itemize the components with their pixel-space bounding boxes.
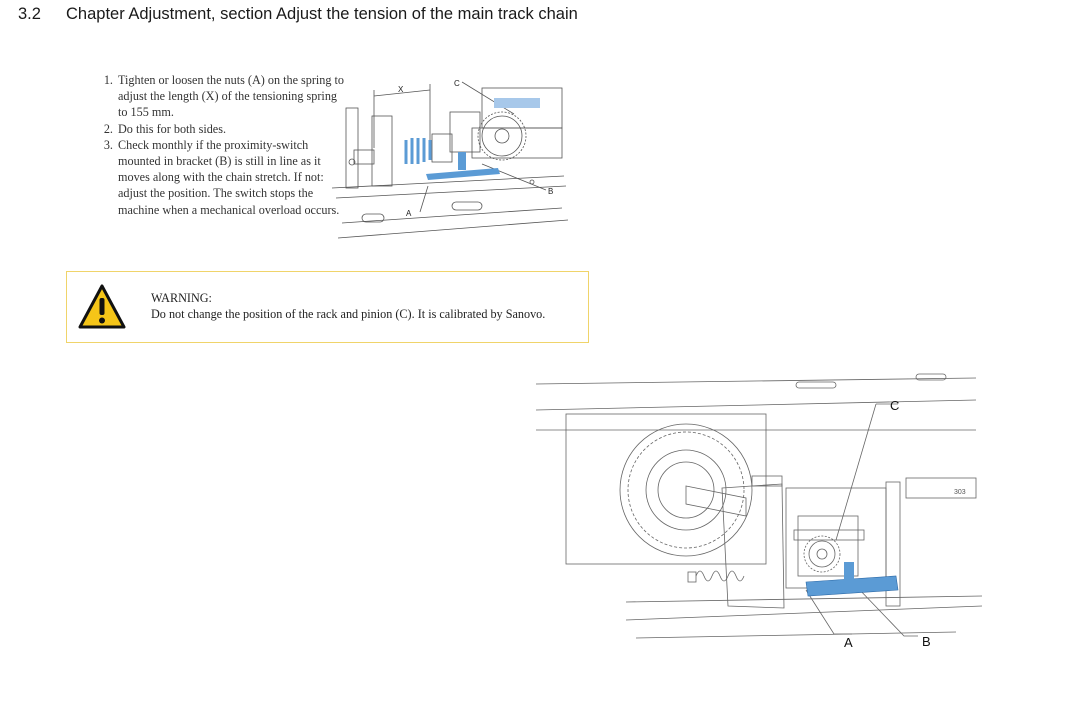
label-a: A <box>844 635 853 650</box>
label-a: A <box>406 209 412 218</box>
step-item: Do this for both sides. <box>116 121 348 137</box>
label-b: B <box>922 634 931 649</box>
warning-text: Do not change the position of the rack a… <box>151 307 546 321</box>
spring-tensioner-figure: X C B A <box>332 79 569 239</box>
warning-title: WARNING: <box>151 291 212 305</box>
warning-triangle-icon <box>78 284 126 329</box>
ruler-text: 303 <box>954 489 966 496</box>
label-x: X <box>398 85 404 94</box>
warning-box: WARNING: Do not change the position of t… <box>66 271 589 343</box>
chain-drive-figure: 303 C A B <box>536 373 982 650</box>
label-c: C <box>890 398 899 413</box>
label-c: C <box>454 79 460 88</box>
section-title: Chapter Adjustment, section Adjust the t… <box>66 5 578 23</box>
label-b: B <box>548 187 553 196</box>
step-item: Check monthly if the proximity-switch mo… <box>116 137 348 218</box>
section-heading: 3.2 Chapter Adjustment, section Adjust th… <box>18 3 578 25</box>
section-number: 3.2 <box>18 5 41 23</box>
instruction-steps: Tighten or loosen the nuts (A) on the sp… <box>96 72 348 218</box>
step-item: Tighten or loosen the nuts (A) on the sp… <box>116 72 348 121</box>
